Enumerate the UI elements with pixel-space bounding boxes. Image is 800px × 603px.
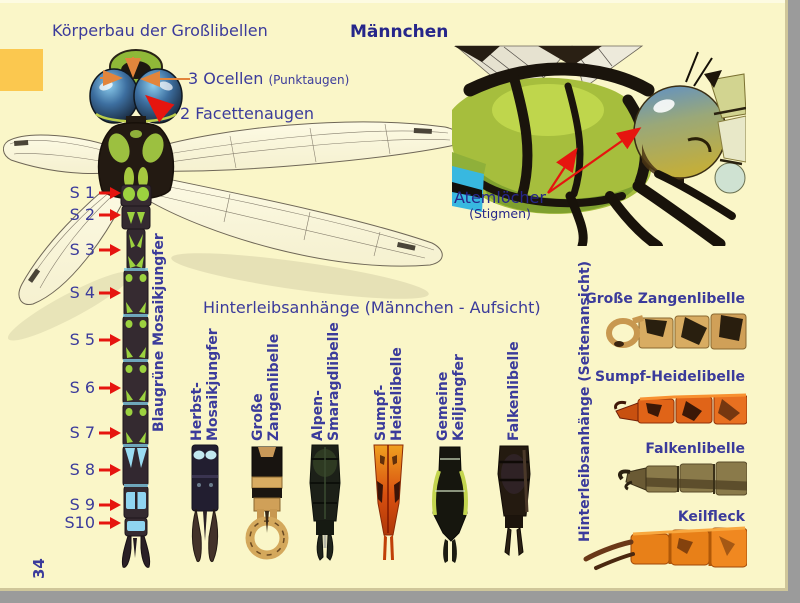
compound-eyes-label: 2 Facettenaugen bbox=[180, 104, 315, 123]
red-arrow-icon bbox=[99, 426, 121, 439]
red-arrow-icon bbox=[99, 498, 121, 511]
page-title: Körperbau der Großlibellen bbox=[52, 21, 268, 40]
main-dragonfly-photo bbox=[3, 49, 460, 568]
thorax-stripes bbox=[463, 62, 655, 208]
side-species-heading: Sumpf-Heidelibelle bbox=[594, 369, 745, 385]
legs bbox=[565, 170, 736, 246]
species-column-label: Falkenlibelle bbox=[506, 341, 522, 441]
red-arrow-icon bbox=[99, 208, 121, 221]
red-arrow-icon bbox=[547, 147, 578, 194]
species-column-label: Alpen- Smaragdlibelle bbox=[310, 322, 342, 441]
segment-label-row: S 7 bbox=[62, 423, 122, 442]
side-species-heading: Falkenlibelle bbox=[645, 441, 745, 457]
segment-label-row: S 6 bbox=[62, 378, 122, 397]
side-photo-falkenlibelle bbox=[618, 461, 747, 496]
red-arrow-icon bbox=[99, 516, 121, 529]
page-background: Körperbau der Großlibellen Männchen bbox=[0, 0, 788, 591]
page-top-highlight bbox=[0, 0, 788, 3]
page-edge bbox=[0, 588, 788, 591]
segment-label-row: S 9 bbox=[62, 495, 122, 514]
segment-label-row: S 4 bbox=[62, 283, 122, 302]
tip-photo-alpen-smaragdlibelle bbox=[309, 444, 341, 561]
side-species-heading: Keilfleck bbox=[677, 509, 745, 525]
side-photo-keilfleck bbox=[583, 526, 747, 570]
red-arrow-icon bbox=[99, 243, 121, 256]
red-arrow-icon bbox=[547, 127, 642, 194]
side-photo-sumpf-heidelibelle bbox=[614, 393, 747, 425]
red-arrow-icon bbox=[99, 286, 121, 299]
red-arrow-icon bbox=[99, 463, 121, 476]
spiracles-label: Atemlöcher (Stigmen) bbox=[454, 188, 546, 221]
species-column-label: Herbst- Mosaikjungfer bbox=[189, 328, 221, 441]
gender-heading: Männchen bbox=[350, 22, 449, 42]
tip-photo-herbst-mosaikjungfer bbox=[191, 444, 219, 563]
side-view-vertical-label: Hinterleibsanhänge (Seitenansicht) bbox=[577, 260, 593, 542]
wing-shadow bbox=[171, 253, 429, 299]
main-species-vertical-label: Blaugrüne Mosaikjungfer bbox=[151, 233, 167, 432]
red-arrow-icon bbox=[99, 381, 121, 394]
dragonfly-thorax bbox=[97, 122, 175, 200]
ocelli-label: 3 Ocellen (Punktaugen) bbox=[188, 69, 350, 88]
top-view-heading: Hinterleibsanhänge (Männchen - Aufsicht) bbox=[203, 298, 541, 317]
tip-photo-grosse-zangenlibelle bbox=[245, 446, 289, 560]
closeup-head bbox=[633, 51, 746, 194]
head-annotation-arrows bbox=[100, 57, 190, 123]
segment-label-row: S 5 bbox=[62, 330, 122, 349]
species-column-label: Sumpf- Heidelibelle bbox=[373, 347, 405, 441]
red-arrow-icon bbox=[99, 186, 121, 199]
chapter-tab bbox=[0, 49, 43, 91]
thorax-closeup-photo bbox=[452, 45, 746, 246]
red-arrow-icon bbox=[145, 94, 175, 123]
spiracle-arrows bbox=[547, 127, 642, 194]
dragonfly-abdomen bbox=[120, 184, 152, 568]
segment-label-row: S10 bbox=[62, 513, 122, 532]
red-arrow-icon bbox=[99, 333, 121, 346]
side-species-heading: Große Zangenlibelle bbox=[585, 291, 745, 307]
segment-label-row: S 2 bbox=[62, 205, 122, 224]
page-edge bbox=[785, 0, 788, 591]
segment-label-row: S 8 bbox=[62, 460, 122, 479]
segment-label-row: S 3 bbox=[62, 240, 122, 259]
tip-photo-falkenlibelle bbox=[497, 445, 531, 556]
abdomen-base bbox=[452, 152, 486, 212]
species-column-label: Gemeine Keiljungfer bbox=[435, 354, 467, 441]
pterostigma bbox=[13, 127, 432, 283]
tip-photo-sumpf-heidelibelle bbox=[373, 444, 404, 560]
segment-label-row: S 1 bbox=[62, 183, 122, 202]
tip-photo-gemeine-keiljungfer bbox=[432, 446, 468, 563]
page-number: 34 bbox=[30, 558, 48, 579]
side-photo-grosse-zangenlibelle bbox=[606, 313, 747, 350]
species-column-label: Große Zangenlibelle bbox=[250, 333, 282, 441]
